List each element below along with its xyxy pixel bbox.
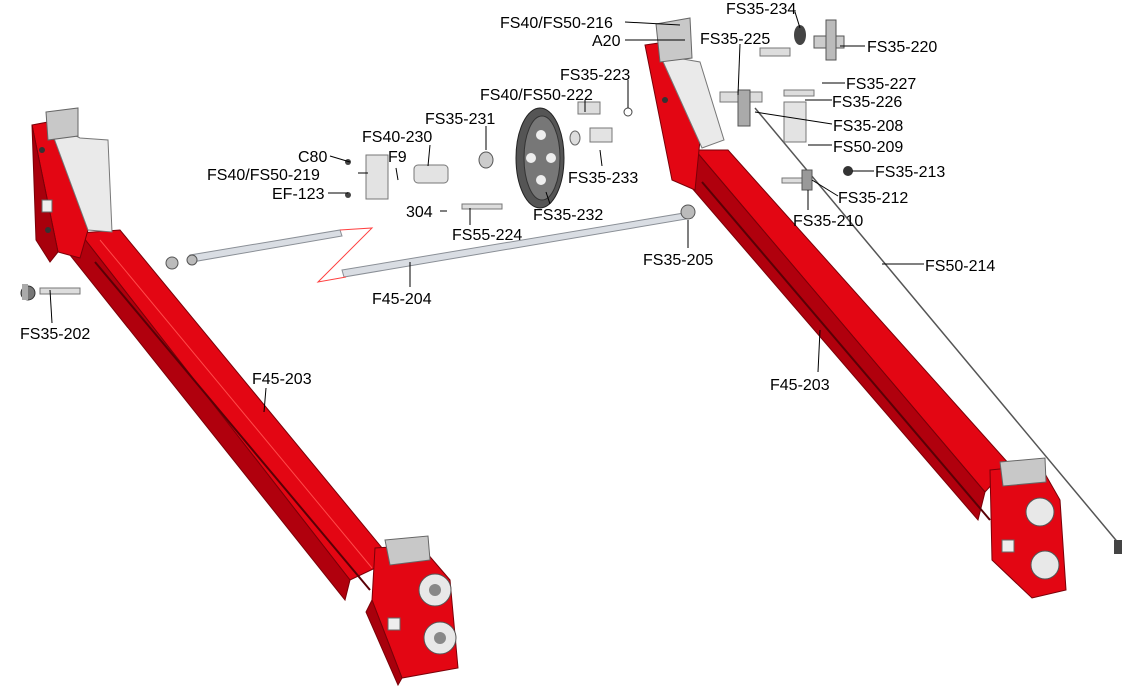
label-fs40-fs50-222: FS40/FS50-222 (480, 87, 593, 104)
label-f45-203-right: F45-203 (770, 377, 830, 394)
cable (754, 107, 1121, 546)
label-fs35-227: FS35-227 (846, 76, 916, 93)
label-304: 304 (406, 204, 433, 221)
label-fs35-225: FS35-225 (700, 31, 770, 48)
leader-lines (49, 11, 924, 413)
cross-rod (165, 204, 696, 283)
label-f9: F9 (388, 149, 407, 166)
label-fs35-231: FS35-231 (425, 111, 495, 128)
label-a20: A20 (592, 33, 621, 50)
label-fs35-223: FS35-223 (560, 67, 630, 84)
pulley-wheel (515, 107, 565, 209)
label-ef-123: EF-123 (272, 186, 325, 203)
label-fs35-213: FS35-213 (875, 164, 945, 181)
label-fs35-232: FS35-232 (533, 207, 603, 224)
left-frame-rail (69, 229, 393, 602)
label-fs50-214: FS50-214 (925, 258, 995, 275)
label-fs35-233: FS35-233 (568, 170, 638, 187)
right-frame-top-bracket (644, 17, 725, 191)
label-f45-203-left: F45-203 (252, 371, 312, 388)
label-fs50-209: FS50-209 (833, 139, 903, 156)
label-c80: C80 (298, 149, 327, 166)
label-f45-204: F45-204 (372, 291, 432, 308)
end-plate-parts-left (20, 284, 81, 301)
label-fs35-226: FS35-226 (832, 94, 902, 111)
cable-end (1114, 540, 1122, 554)
label-fs35-208: FS35-208 (833, 118, 903, 135)
label-fs35-220: FS35-220 (867, 39, 937, 56)
top-right-parts (719, 19, 853, 191)
left-frame-bottom-bracket (365, 535, 459, 687)
label-fs40-230: FS40-230 (362, 129, 432, 146)
right-frame-bottom-bracket (989, 457, 1067, 599)
spacer-parts (345, 101, 633, 210)
left-frame-top-bracket (31, 107, 113, 263)
label-fs40-fs50-216: FS40/FS50-216 (500, 15, 613, 32)
label-fs40-fs50-219: FS40/FS50-219 (207, 167, 320, 184)
label-fs55-224: FS55-224 (452, 227, 522, 244)
label-fs35-202: FS35-202 (20, 326, 90, 343)
label-fs35-212: FS35-212 (838, 190, 908, 207)
label-fs35-234: FS35-234 (726, 1, 796, 18)
label-fs35-210: FS35-210 (793, 213, 863, 230)
label-fs35-205: FS35-205 (643, 252, 713, 269)
